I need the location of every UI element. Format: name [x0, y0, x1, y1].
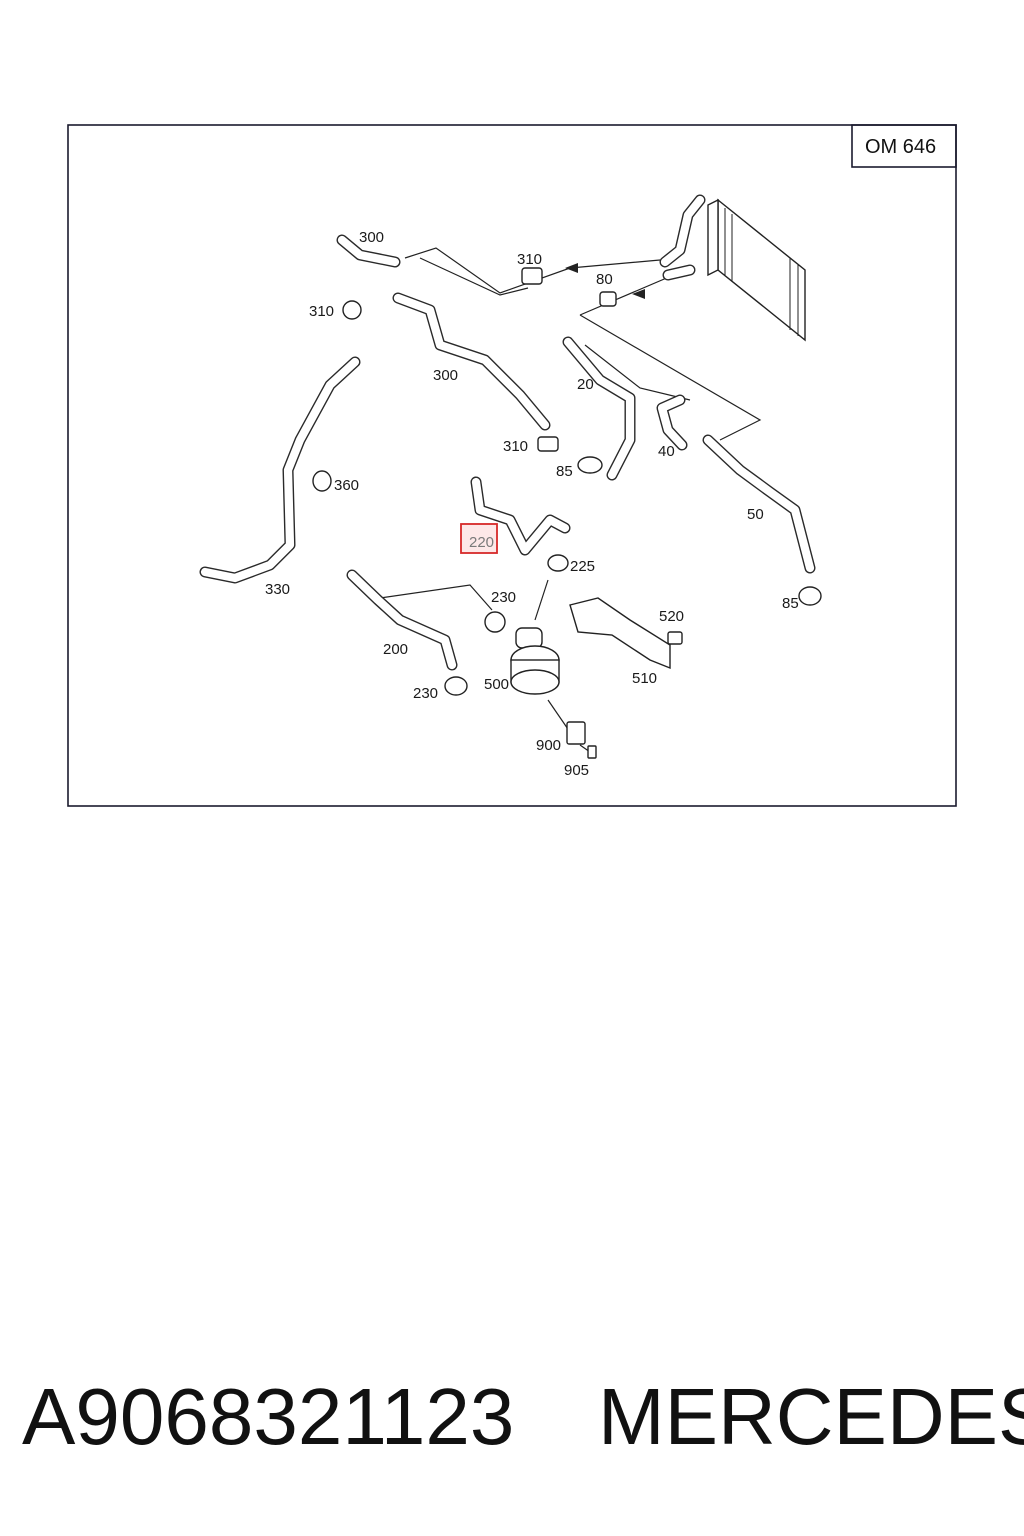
highlighted-part-label: 220	[469, 534, 494, 551]
hose-330	[199, 356, 361, 584]
callout-label: 360	[334, 477, 359, 494]
clamp-230-top	[484, 611, 506, 633]
callout-label: 300	[433, 367, 458, 384]
highlighted-callout-220[interactable]: 220	[460, 523, 498, 554]
hose-300-lower	[392, 292, 551, 431]
callout-label: 310	[517, 251, 542, 268]
callout-label: 225	[570, 558, 595, 575]
clamp-85-right	[798, 586, 822, 606]
callout-label: 80	[596, 271, 613, 288]
clamp-360	[312, 470, 332, 492]
callout-label: 310	[503, 438, 528, 455]
clamps	[312, 267, 822, 759]
diagram-frame	[67, 124, 957, 807]
pump-500	[510, 627, 560, 695]
clamp-225	[547, 554, 569, 572]
clip-520	[667, 631, 683, 645]
callouts: 300 310 310 80 300 20 310 85 40 360 50 2…	[265, 229, 799, 779]
bracket-510	[569, 597, 671, 670]
heater-core	[707, 198, 806, 342]
clamp-230-bottom	[444, 676, 468, 696]
callout-label: 300	[359, 229, 384, 246]
callout-label: 500	[484, 676, 509, 693]
clamp-80	[599, 291, 617, 307]
callout-label: 900	[536, 737, 561, 754]
callout-label: 20	[577, 376, 594, 393]
clamp-310-top	[521, 267, 543, 285]
clamp-310-left	[342, 300, 362, 320]
callout-label: 230	[491, 589, 516, 606]
highlight-box	[460, 523, 498, 554]
callout-label: 330	[265, 581, 290, 598]
callout-label: 85	[782, 595, 799, 612]
hoses	[199, 194, 816, 671]
pin-905	[587, 745, 597, 759]
callout-label: 510	[632, 670, 657, 687]
engine-label-box	[851, 124, 957, 168]
brand-name: MERCEDES	[598, 1372, 1024, 1461]
connector-900	[566, 721, 586, 745]
callout-label: 905	[564, 762, 589, 779]
callout-label: 50	[747, 506, 764, 523]
part-number: A9068321123	[22, 1372, 515, 1461]
callout-label: 85	[556, 463, 573, 480]
callout-label: 40	[658, 443, 675, 460]
callout-label: 520	[659, 608, 684, 625]
callout-label: 310	[309, 303, 334, 320]
clamp-85-mid	[577, 456, 603, 474]
clamp-310-mid	[537, 436, 559, 452]
engine-label: OM 646	[865, 136, 936, 158]
callout-label: 200	[383, 641, 408, 658]
callout-label: 230	[413, 685, 438, 702]
